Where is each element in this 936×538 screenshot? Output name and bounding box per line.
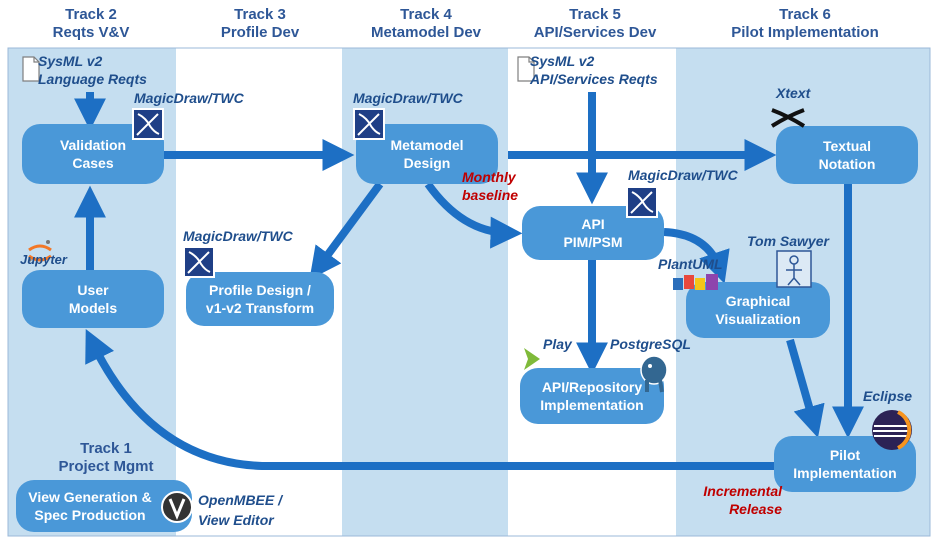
monthly-baseline-annotation: Monthly baseline: [462, 168, 518, 204]
postgresql-icon: [640, 355, 668, 393]
api-repo-line2: Implementation: [540, 397, 644, 413]
graphical-viz-node: Graphical Visualization: [686, 282, 830, 338]
plantuml-label: PlantUML: [658, 256, 723, 272]
track-header-4: Track 4 Metamodel Dev: [356, 6, 496, 42]
track-4-number: Track 4: [400, 6, 452, 23]
eclipse-label: Eclipse: [863, 388, 913, 404]
graphical-viz-line1: Graphical: [725, 293, 791, 309]
eclipse-icon: [872, 410, 912, 450]
track-1-number: Track 1: [80, 440, 132, 457]
arrow-metamodel-to-profile: [309, 181, 384, 280]
jupyter-icon: [28, 240, 52, 262]
track-header-2: Track 2 Reqts V&V: [36, 6, 146, 42]
magicdraw-icon: [626, 186, 658, 218]
xtext-icon: [770, 108, 806, 128]
play-icon: [524, 348, 540, 370]
track-2-number: Track 2: [65, 6, 117, 23]
magicdraw-icon: [353, 108, 385, 140]
openmbee-label: OpenMBEE / View Editor: [198, 490, 282, 530]
track-4-name: Metamodel Dev: [370, 24, 482, 41]
tom-sawyer-label: Tom Sawyer: [747, 233, 829, 249]
api-pim-psm-line1: API: [581, 216, 605, 232]
view-generation-line2: Spec Production: [34, 507, 146, 523]
play-label: Play: [543, 336, 572, 352]
magicdraw-label-2: MagicDraw/TWC: [353, 90, 463, 106]
view-generation-node: View Generation & Spec Production: [16, 480, 192, 532]
magicdraw-label-4: MagicDraw/TWC: [628, 167, 738, 183]
metamodel-design-line1: Metamodel: [390, 137, 464, 153]
api-repo-node: API/Repository Implementation: [520, 368, 664, 424]
track-header-3: Track 3 Profile Dev: [195, 6, 325, 42]
track-header-1: Track 1 Project Mgmt: [36, 440, 176, 476]
magicdraw-label-3: MagicDraw/TWC: [183, 228, 293, 244]
track-1-name: Project Mgmt: [58, 458, 154, 475]
textual-notation-line2: Notation: [818, 156, 876, 172]
jupyter-label: Jupyter: [20, 252, 67, 267]
tom-sawyer-icon: [776, 250, 812, 288]
monthly-line2: baseline: [462, 187, 519, 203]
arrow-graphical-to-pilot: [786, 338, 825, 438]
pilot-impl-line1: Pilot: [829, 447, 861, 463]
api-reqts-doc: SysML v2 API/Services Reqts: [530, 52, 658, 88]
user-models-line2: Models: [68, 300, 118, 316]
api-pim-psm-line2: PIM/PSM: [563, 234, 623, 250]
view-generation-line1: View Generation &: [28, 489, 152, 505]
api-reqts-line1: SysML v2: [530, 53, 595, 69]
profile-design-line1: Profile Design /: [209, 282, 311, 298]
track-3-number: Track 3: [234, 6, 286, 23]
incremental-release-annotation: Incremental Release: [682, 482, 782, 518]
document-icon: [22, 56, 40, 82]
track-5-name: API/Services Dev: [533, 24, 657, 41]
validation-cases-line1: Validation: [59, 137, 127, 153]
incremental-line2: Release: [729, 501, 782, 517]
arrow-pilot-to-usermodels: [85, 329, 776, 470]
diagram-frame: [7, 47, 931, 537]
track-6-name: Pilot Implementation: [731, 24, 879, 41]
track-header-6: Track 6 Pilot Implementation: [720, 6, 890, 42]
xtext-label: Xtext: [776, 85, 811, 101]
openmbee-line1: OpenMBEE /: [198, 492, 283, 508]
monthly-line1: Monthly: [462, 169, 516, 185]
metamodel-design-line2: Design: [403, 155, 451, 171]
incremental-line1: Incremental: [703, 483, 782, 499]
pilot-impl-node: Pilot Implementation: [774, 436, 916, 492]
track-2-name: Reqts V&V: [52, 24, 130, 41]
textual-notation-line1: Textual: [823, 138, 871, 154]
user-models-line1: User: [77, 282, 109, 298]
plantuml-icon: [673, 274, 718, 290]
postgresql-label: PostgreSQL: [610, 336, 691, 352]
api-reqts-line2: API/Services Reqts: [530, 71, 658, 87]
track-header-5: Track 5 API/Services Dev: [520, 6, 670, 42]
profile-design-line2: v1-v2 Transform: [205, 300, 315, 316]
textual-notation-node: Textual Notation: [776, 126, 918, 184]
pilot-impl-line2: Implementation: [793, 465, 897, 481]
track-5-number: Track 5: [569, 6, 621, 23]
document-icon: [517, 56, 535, 82]
validation-cases-line2: Cases: [72, 155, 114, 171]
language-reqts-doc: SysML v2 Language Reqts: [38, 52, 147, 88]
arrow-api-to-graphical: [663, 228, 730, 284]
user-models-node: User Models: [22, 270, 164, 328]
language-reqts-line1: SysML v2: [38, 53, 103, 69]
magicdraw-icon: [132, 108, 164, 140]
language-reqts-line2: Language Reqts: [38, 71, 147, 87]
openmbee-line2: View Editor: [198, 512, 274, 528]
graphical-viz-line2: Visualization: [715, 311, 801, 327]
magicdraw-icon: [183, 246, 215, 278]
track-3-name: Profile Dev: [220, 24, 300, 41]
api-repo-line1: API/Repository: [541, 379, 643, 395]
openmbee-icon: [161, 491, 193, 523]
arrow-metamodel-to-api: [424, 181, 523, 249]
magicdraw-label-1: MagicDraw/TWC: [134, 90, 244, 106]
profile-design-node: Profile Design / v1-v2 Transform: [186, 272, 334, 326]
track-6-number: Track 6: [779, 6, 831, 23]
